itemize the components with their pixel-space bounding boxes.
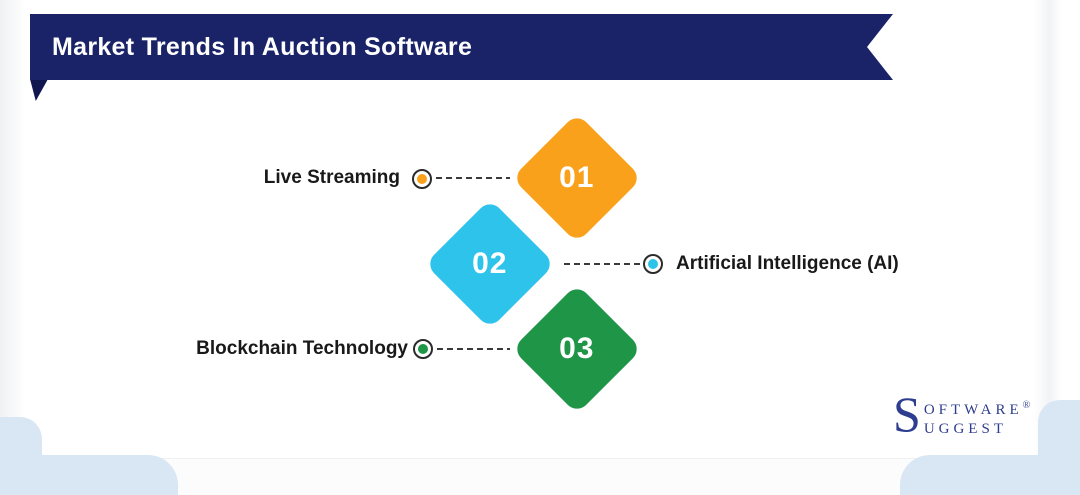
trend-number-03: 03 (559, 332, 595, 365)
background-blob-bottom-right (1038, 400, 1080, 460)
trend-label-blockchain-technology: Blockchain Technology (196, 338, 408, 359)
dashed-connector-blockchain-technology (437, 348, 510, 350)
background-blob-bottom-left-band (0, 455, 178, 495)
logo-line-software: OFTWARE® (923, 400, 1031, 418)
bullet-marker-artificial-intelligence (643, 254, 663, 274)
trend-number-01: 01 (559, 161, 595, 194)
bullet-marker-blockchain-technology (413, 339, 433, 359)
background-blob-bottom-right-band (900, 455, 1080, 495)
background-blob-bottom-left (0, 417, 42, 460)
page-title: Market Trends In Auction Software (52, 32, 473, 61)
logo-initial-s: S (893, 386, 921, 442)
bullet-dot-orange (417, 174, 427, 184)
dashed-connector-live-streaming (436, 177, 510, 179)
left-edge-shade (0, 0, 26, 495)
trend-number-02: 02 (472, 247, 508, 280)
bullet-marker-live-streaming (412, 169, 432, 189)
bullet-dot-green (418, 344, 428, 354)
logo-wordmark: OFTWARE® UGGEST (924, 392, 1030, 439)
software-suggest-logo: S OFTWARE® UGGEST (893, 386, 1030, 442)
ribbon-fold (30, 79, 48, 101)
trend-label-live-streaming: Live Streaming (263, 167, 400, 188)
bullet-dot-cyan (648, 259, 658, 269)
trend-label-artificial-intelligence: Artificial Intelligence (AI) (676, 253, 899, 274)
registered-trademark-icon: ® (1022, 400, 1031, 411)
logo-line-suggest: UGGEST (923, 421, 1007, 437)
title-ribbon: Market Trends In Auction Software (30, 14, 893, 80)
dashed-connector-artificial-intelligence (564, 263, 640, 265)
